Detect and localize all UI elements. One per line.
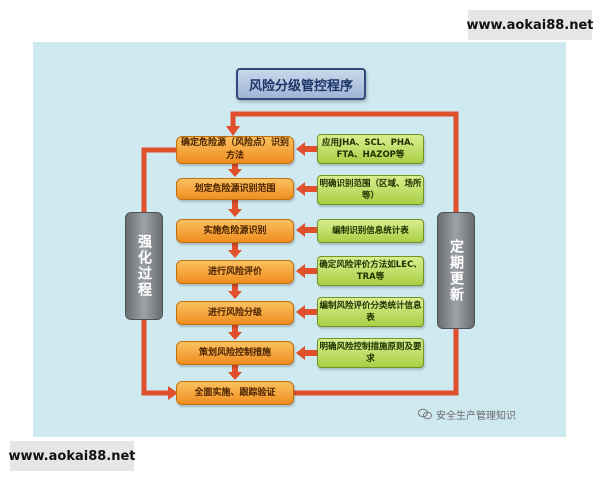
arrow-down-3 [228,243,242,258]
note-arrow-3 [296,223,317,237]
note-arrow-1 [296,142,317,156]
step-7: 全面实施、跟踪验证 [176,381,294,405]
note-arrow-2 [296,182,317,196]
note-2: 明确识别范围（区域、场所等） [317,175,424,205]
note-1: 应用JHA、SCL、PHA、FTA、HAZOP等 [317,134,424,164]
note-arrow-5 [296,305,317,319]
step-2: 划定危险源识别范围 [176,178,294,200]
diagram-panel [33,42,566,437]
diagram-title: 风险分级管控程序 [236,68,366,100]
chat-bubble-icon [418,408,432,420]
footer-credit: 安全生产管理知识 [418,406,558,422]
down-arrows [228,162,242,380]
note-6: 明确风险控制措施原则及要求 [317,338,424,368]
arrow-down-1 [228,162,242,177]
top-loop-line [230,111,459,212]
step-6: 策划风险控制措施 [176,341,294,365]
side-label-left: 强化过程 [125,212,163,320]
step-4: 进行风险评价 [176,260,294,284]
loop-arrowheads [168,126,240,400]
note-5: 编制风险评价分类统计信息表 [317,297,424,327]
step-1: 确定危险源（风险点）识别方法 [176,136,294,164]
note-arrows [296,142,317,360]
arrow-down-2 [228,200,242,217]
side-label-left-text: 强化过程 [136,234,152,298]
side-label-right: 定期更新 [437,212,475,329]
watermark-bottom: www.aokai88.net [8,441,136,471]
step-5: 进行风险分级 [176,301,294,325]
top-loop-arrowhead [226,126,240,136]
note-3: 编制识别信息统计表 [317,219,424,243]
watermark-top: www.aokai88.net [466,10,594,40]
note-4: 确定风险评价方法如LEC、TRA等 [317,256,424,286]
note-arrow-6 [296,346,317,360]
side-label-right-text: 定期更新 [448,238,464,303]
footer-text: 安全生产管理知识 [436,410,516,422]
note-arrow-4 [296,264,317,278]
step-3: 实施危险源识别 [176,219,294,243]
arrow-down-5 [228,325,242,340]
left-loop-arrowhead [168,386,178,400]
arrow-down-4 [228,284,242,299]
right-loop-line [294,329,459,396]
arrow-down-6 [228,365,242,380]
